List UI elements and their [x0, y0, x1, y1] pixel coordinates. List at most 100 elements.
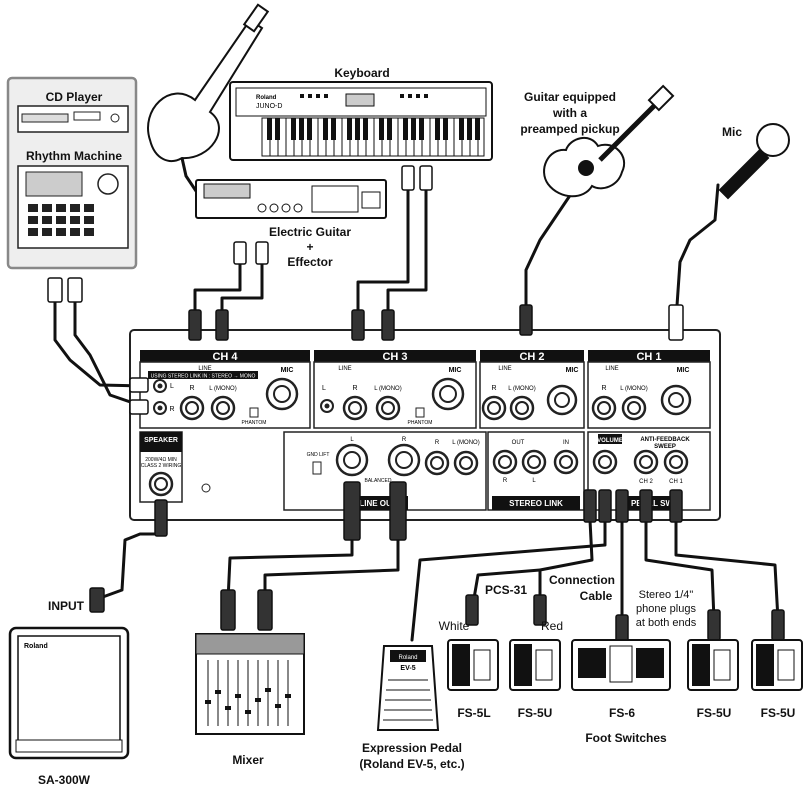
footswitch-fs6	[571, 639, 671, 691]
ch3-header	[314, 350, 476, 362]
speaker-label: SPEAKER	[144, 437, 178, 444]
svg-text:CLASS 2 WIRING: CLASS 2 WIRING	[141, 463, 182, 469]
svg-text:PHANTOM: PHANTOM	[242, 420, 267, 426]
svg-text:MIC: MIC	[449, 367, 462, 374]
acoustic-guitar-label-3: preamped pickup	[520, 122, 619, 136]
acoustic-guitar-label-1: Guitar equipped	[524, 90, 616, 104]
effector-device	[195, 179, 387, 219]
ev5-model: EV-5	[400, 665, 415, 672]
keyboard-brand: Roland	[256, 95, 277, 101]
ch4-header	[140, 350, 310, 362]
ch4-phantom-switch[interactable]	[249, 407, 259, 418]
fs5u-c-label: FS-5U	[761, 706, 796, 720]
line-out-label: LINE OUT	[359, 499, 396, 508]
electric-guitar	[147, 3, 270, 200]
ch3-label: CH 3	[382, 351, 407, 363]
svg-text:R: R	[352, 385, 357, 392]
svg-text:L (MONO): L (MONO)	[209, 386, 236, 392]
stereo-note-3: at both ends	[636, 617, 697, 629]
plugs	[47, 165, 785, 646]
svg-text:L: L	[350, 437, 354, 443]
svg-text:R: R	[189, 385, 194, 392]
svg-text:LINE: LINE	[605, 366, 618, 372]
footswitch-fs5u-c	[751, 639, 803, 691]
ch2-header	[480, 350, 584, 362]
fs5u-b-label: FS-5U	[697, 706, 732, 720]
keyboard-label: Keyboard	[334, 66, 389, 80]
cd-player-device	[17, 105, 129, 133]
expression-pedal-label-2: (Roland EV-5, etc.)	[359, 757, 464, 771]
svg-text:OUT: OUT	[512, 440, 525, 446]
ch4-label: CH 4	[212, 351, 238, 363]
expression-pedal-label-1: Expression Pedal	[362, 741, 462, 755]
acoustic-guitar	[543, 84, 675, 198]
connection-cable-label-1: Connection	[549, 573, 615, 587]
foot-switches-label: Foot Switches	[585, 731, 667, 745]
connection-cable-label-2: Cable	[580, 589, 613, 603]
stereo-link-note: USING STEREO LINK IN : STEREO → MONO	[151, 374, 256, 380]
amplifier-rear-panel: CH 4 CH 3 CH 2 CH 1 USING STEREO LINK IN…	[129, 329, 721, 521]
gnd-lift-switch[interactable]	[312, 461, 322, 475]
svg-text:L: L	[170, 383, 174, 390]
svg-text:LINE: LINE	[498, 366, 511, 372]
footswitch-fs5l	[447, 639, 499, 691]
svg-text:L: L	[532, 478, 536, 484]
svg-text:Roland: Roland	[398, 655, 417, 661]
svg-text:L (MONO): L (MONO)	[374, 386, 401, 392]
input-label: INPUT	[48, 599, 85, 613]
svg-text:R: R	[402, 437, 407, 443]
svg-text:R: R	[491, 385, 496, 392]
fs5u-a-label: FS-5U	[518, 706, 553, 720]
amp-brand: Roland	[24, 643, 48, 650]
svg-text:R: R	[601, 385, 606, 392]
ch1-header	[588, 350, 710, 362]
pcs31-label: PCS-31	[485, 583, 527, 597]
keyboard-model: JUNO-D	[256, 103, 282, 110]
svg-text:MIC: MIC	[566, 367, 579, 374]
svg-text:MIC: MIC	[677, 367, 690, 374]
svg-text:R: R	[435, 440, 440, 446]
svg-text:L: L	[322, 385, 326, 392]
svg-text:BALANCED: BALANCED	[365, 478, 392, 484]
svg-text:L (MONO): L (MONO)	[508, 386, 535, 392]
cd-player-label: CD Player	[46, 90, 103, 104]
white-label: White	[439, 619, 470, 633]
microphone	[718, 123, 790, 200]
guitar-effector-label-1: Electric Guitar	[269, 225, 351, 239]
svg-text:IN: IN	[563, 440, 569, 446]
stereo-link-label: STEREO LINK	[509, 499, 563, 508]
svg-text:VOLUME: VOLUME	[597, 438, 623, 444]
svg-text:200W/4Ω MIN: 200W/4Ω MIN	[145, 457, 177, 463]
footswitch-fs5u-b	[687, 639, 739, 691]
ch4-mic-label: MIC	[281, 367, 294, 374]
svg-text:CH 2: CH 2	[639, 479, 653, 485]
stereo-note-2: phone plugs	[636, 603, 696, 615]
svg-text:LINE: LINE	[338, 366, 351, 372]
guitar-effector-label-2: +	[306, 240, 313, 254]
expression-pedal: Roland EV-5	[376, 645, 440, 731]
red-label: Red	[541, 619, 563, 633]
stereo-note-1: Stereo 1/4"	[639, 589, 694, 601]
svg-text:CH 1: CH 1	[669, 479, 683, 485]
svg-text:L (MONO): L (MONO)	[620, 386, 647, 392]
cd-rhythm-group	[6, 76, 138, 270]
svg-text:GND LIFT: GND LIFT	[307, 452, 330, 458]
ch3-phantom-switch[interactable]	[415, 407, 425, 418]
svg-text:R: R	[169, 406, 174, 413]
ch4-line-label: LINE	[198, 366, 211, 372]
svg-text:ANTI-FEEDBACK: ANTI-FEEDBACK	[640, 437, 690, 443]
ch2-label: CH 2	[519, 351, 544, 363]
keyboard-device: Roland JUNO-D	[229, 81, 493, 161]
sa300w-amplifier: Roland	[8, 626, 130, 760]
mixer-label: Mixer	[232, 753, 264, 767]
cables	[53, 183, 780, 642]
mic-label: Mic	[722, 125, 742, 139]
fs5l-label: FS-5L	[457, 706, 490, 720]
svg-text:R: R	[503, 478, 508, 484]
mixer-device	[195, 633, 305, 735]
svg-text:SWEEP: SWEEP	[654, 444, 676, 450]
svg-text:L (MONO): L (MONO)	[452, 440, 479, 446]
svg-text:PHANTOM: PHANTOM	[408, 420, 433, 426]
rhythm-machine-label: Rhythm Machine	[26, 149, 122, 163]
